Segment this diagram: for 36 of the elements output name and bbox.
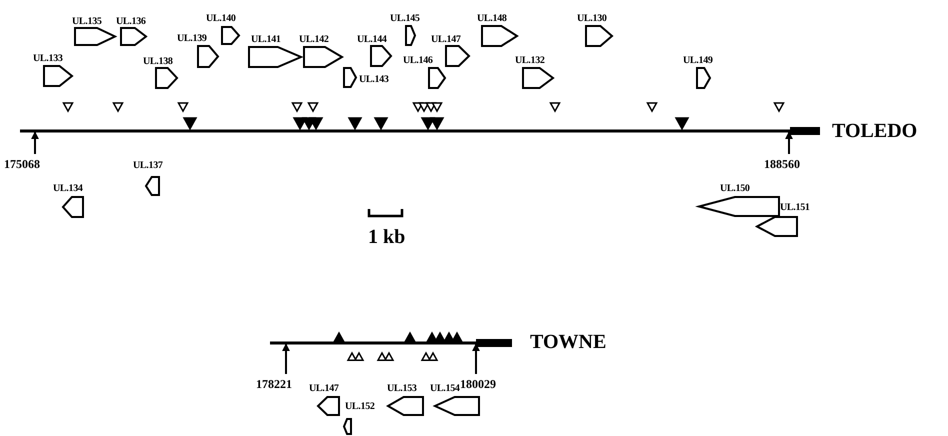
gene-label: UL.135 <box>72 16 102 27</box>
scale-label: 1 kb <box>368 226 406 248</box>
position-arrow <box>785 131 793 154</box>
gene-label: UL.139 <box>177 33 207 44</box>
gene-label: UL.149 <box>683 55 713 66</box>
position-label: 180029 <box>460 377 496 391</box>
gene-label: UL.137 <box>133 160 163 171</box>
gene-label: UL.136 <box>116 16 146 27</box>
position-label: 188560 <box>764 157 800 171</box>
gene-label: UL.141 <box>251 34 281 45</box>
position-arrow <box>282 343 290 374</box>
gene-label: UL.132 <box>515 55 545 66</box>
position-label: 178221 <box>256 377 292 391</box>
position-arrow <box>31 131 39 154</box>
gene-label: UL.148 <box>477 13 507 24</box>
gene-label: UL.143 <box>359 74 389 85</box>
gene-label: UL.144 <box>357 34 387 45</box>
gene-label: UL.142 <box>299 34 329 45</box>
genome-name: TOWNE <box>530 331 606 353</box>
gene-label: UL.147 <box>431 34 461 45</box>
gene-label: UL.140 <box>206 13 236 24</box>
gene-label: UL.150 <box>720 183 750 194</box>
gene-label: UL.146 <box>403 55 433 66</box>
gene-label: UL.153 <box>387 383 417 394</box>
gene-label: UL.147 <box>309 383 339 394</box>
gene-label: UL.134 <box>53 183 83 194</box>
gene-label: UL.151 <box>780 202 810 213</box>
gene-label: UL.133 <box>33 53 63 64</box>
position-label: 175068 <box>4 157 40 171</box>
gene-label: UL.145 <box>390 13 420 24</box>
gene-label: UL.154 <box>430 383 460 394</box>
genome-name: TOLEDO <box>832 120 918 142</box>
gene-label: UL.138 <box>143 56 173 67</box>
gene-label: UL.152 <box>345 401 375 412</box>
position-arrow <box>472 343 480 374</box>
gene-label: UL.130 <box>577 13 607 24</box>
